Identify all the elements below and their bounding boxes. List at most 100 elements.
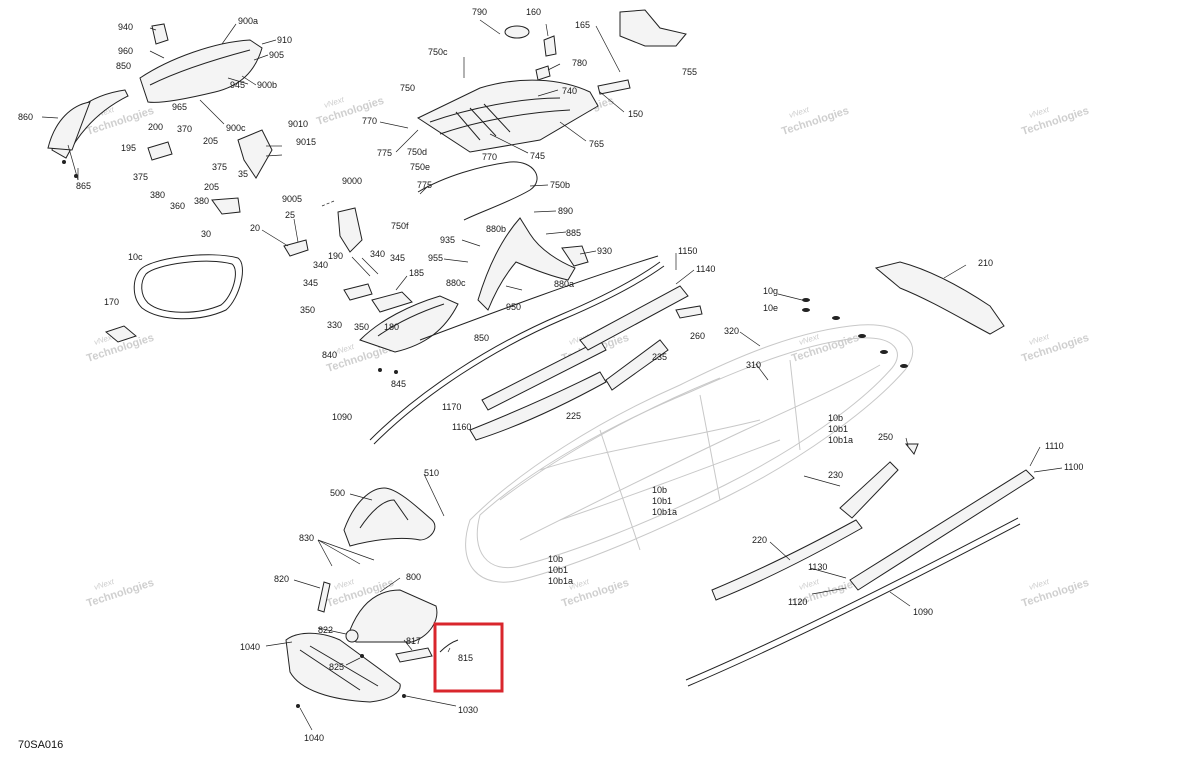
callout-195: 195 — [121, 143, 136, 153]
part-822 — [345, 629, 359, 643]
callout-10b: 10b — [828, 413, 843, 423]
callout-775: 775 — [377, 148, 392, 158]
callout-150: 150 — [628, 109, 643, 119]
callout-1040: 1040 — [304, 733, 324, 743]
callout-320: 320 — [724, 326, 739, 336]
part-9000 — [337, 207, 363, 253]
callout-380: 380 — [150, 190, 165, 200]
callout-900a: 900a — [238, 16, 258, 26]
watermark: vNext Technologies — [85, 332, 155, 365]
part-930 — [561, 245, 589, 267]
callout-190: 190 — [328, 251, 343, 261]
callout-1110: 1110 — [1045, 441, 1064, 451]
highlight-box — [433, 622, 504, 693]
callout-780: 780 — [572, 58, 587, 68]
callout-370: 370 — [177, 124, 192, 134]
watermark: vNext Technologies — [1020, 105, 1090, 138]
callout-1100: 1100 — [1064, 462, 1083, 472]
part-820 — [317, 581, 331, 613]
part-225 — [469, 371, 607, 441]
callout-310: 310 — [746, 360, 761, 370]
callout-755: 755 — [682, 67, 697, 77]
callout-1030: 1030 — [458, 705, 478, 715]
callout-230: 230 — [828, 470, 843, 480]
parts — [47, 9, 1035, 708]
part-230 — [839, 461, 899, 519]
fastener — [378, 368, 382, 372]
callout-1090: 1090 — [913, 607, 933, 617]
fastener-10e — [802, 308, 810, 312]
callout-350: 350 — [300, 305, 315, 315]
callout-10e: 10e — [763, 303, 778, 313]
callout-345: 345 — [390, 253, 405, 263]
callout-340: 340 — [370, 249, 385, 259]
callout-880a: 880a — [554, 279, 574, 289]
part-755 — [619, 9, 687, 47]
callout-817: 817 — [406, 636, 421, 646]
callout-10b1: 10b1 — [652, 496, 672, 506]
fastener — [900, 364, 908, 368]
diagram-code: 70SA016 — [18, 739, 64, 751]
callout-815: 815 — [458, 653, 473, 663]
watermark: vNext Technologies — [1020, 332, 1090, 365]
callout-170: 170 — [104, 297, 119, 307]
part-30 — [211, 197, 241, 215]
part-1030 — [285, 632, 401, 703]
part-180 — [371, 291, 413, 313]
callout-885: 885 — [566, 228, 581, 238]
part-850b — [359, 295, 459, 353]
callout-220: 220 — [752, 535, 767, 545]
fastener — [360, 654, 364, 658]
fastener — [858, 334, 866, 338]
callout-10c: 10c — [128, 252, 143, 262]
part-210 — [874, 261, 1005, 335]
callout-865: 865 — [76, 181, 91, 191]
part-500 — [343, 487, 436, 547]
fastener — [62, 160, 66, 164]
callout-250: 250 — [878, 432, 893, 442]
watermark: vNext Technologies — [780, 105, 850, 138]
callout-235: 235 — [652, 352, 667, 362]
part-20 — [283, 239, 309, 257]
callout-1120: 1120 — [788, 597, 807, 607]
callout-770: 770 — [482, 152, 497, 162]
callout-960: 960 — [118, 46, 133, 56]
callout-765: 765 — [589, 139, 604, 149]
callout-1090: 1090 — [332, 412, 352, 422]
callout-880c: 880c — [446, 278, 466, 288]
part-860 — [47, 101, 91, 151]
callout-380: 380 — [194, 196, 209, 206]
callout-165: 165 — [575, 20, 590, 30]
part-800 — [349, 589, 438, 643]
callout-890: 890 — [558, 206, 573, 216]
callout-500: 500 — [330, 488, 345, 498]
fastener — [880, 350, 888, 354]
callout-180: 180 — [384, 322, 399, 332]
callout-750b: 750b — [550, 180, 570, 190]
part-190 — [343, 283, 373, 301]
part-750b — [417, 161, 538, 221]
part-250 — [904, 443, 919, 455]
part-780 — [535, 65, 551, 81]
callout-360: 360 — [170, 201, 185, 211]
part-9010 — [237, 129, 273, 179]
callout-945: 945 — [230, 80, 245, 90]
callout-860: 860 — [18, 112, 33, 122]
callout-20: 20 — [250, 223, 260, 233]
fastener — [402, 694, 406, 698]
callout-900c: 900c — [226, 123, 246, 133]
callout-840: 840 — [322, 350, 337, 360]
watermark: vNext Technologies — [85, 577, 155, 610]
callout-930: 930 — [597, 246, 612, 256]
callout-205: 205 — [204, 182, 219, 192]
callout-10b1a: 10b1a — [828, 435, 853, 445]
callout-10b1a: 10b1a — [548, 576, 573, 586]
callout-345: 345 — [303, 278, 318, 288]
callout-1150: 1150 — [678, 246, 697, 256]
part-150 — [597, 79, 631, 95]
callout-850: 850 — [474, 333, 489, 343]
callout-225: 225 — [566, 411, 581, 421]
callout-770: 770 — [362, 116, 377, 126]
callout-830: 830 — [299, 533, 314, 543]
